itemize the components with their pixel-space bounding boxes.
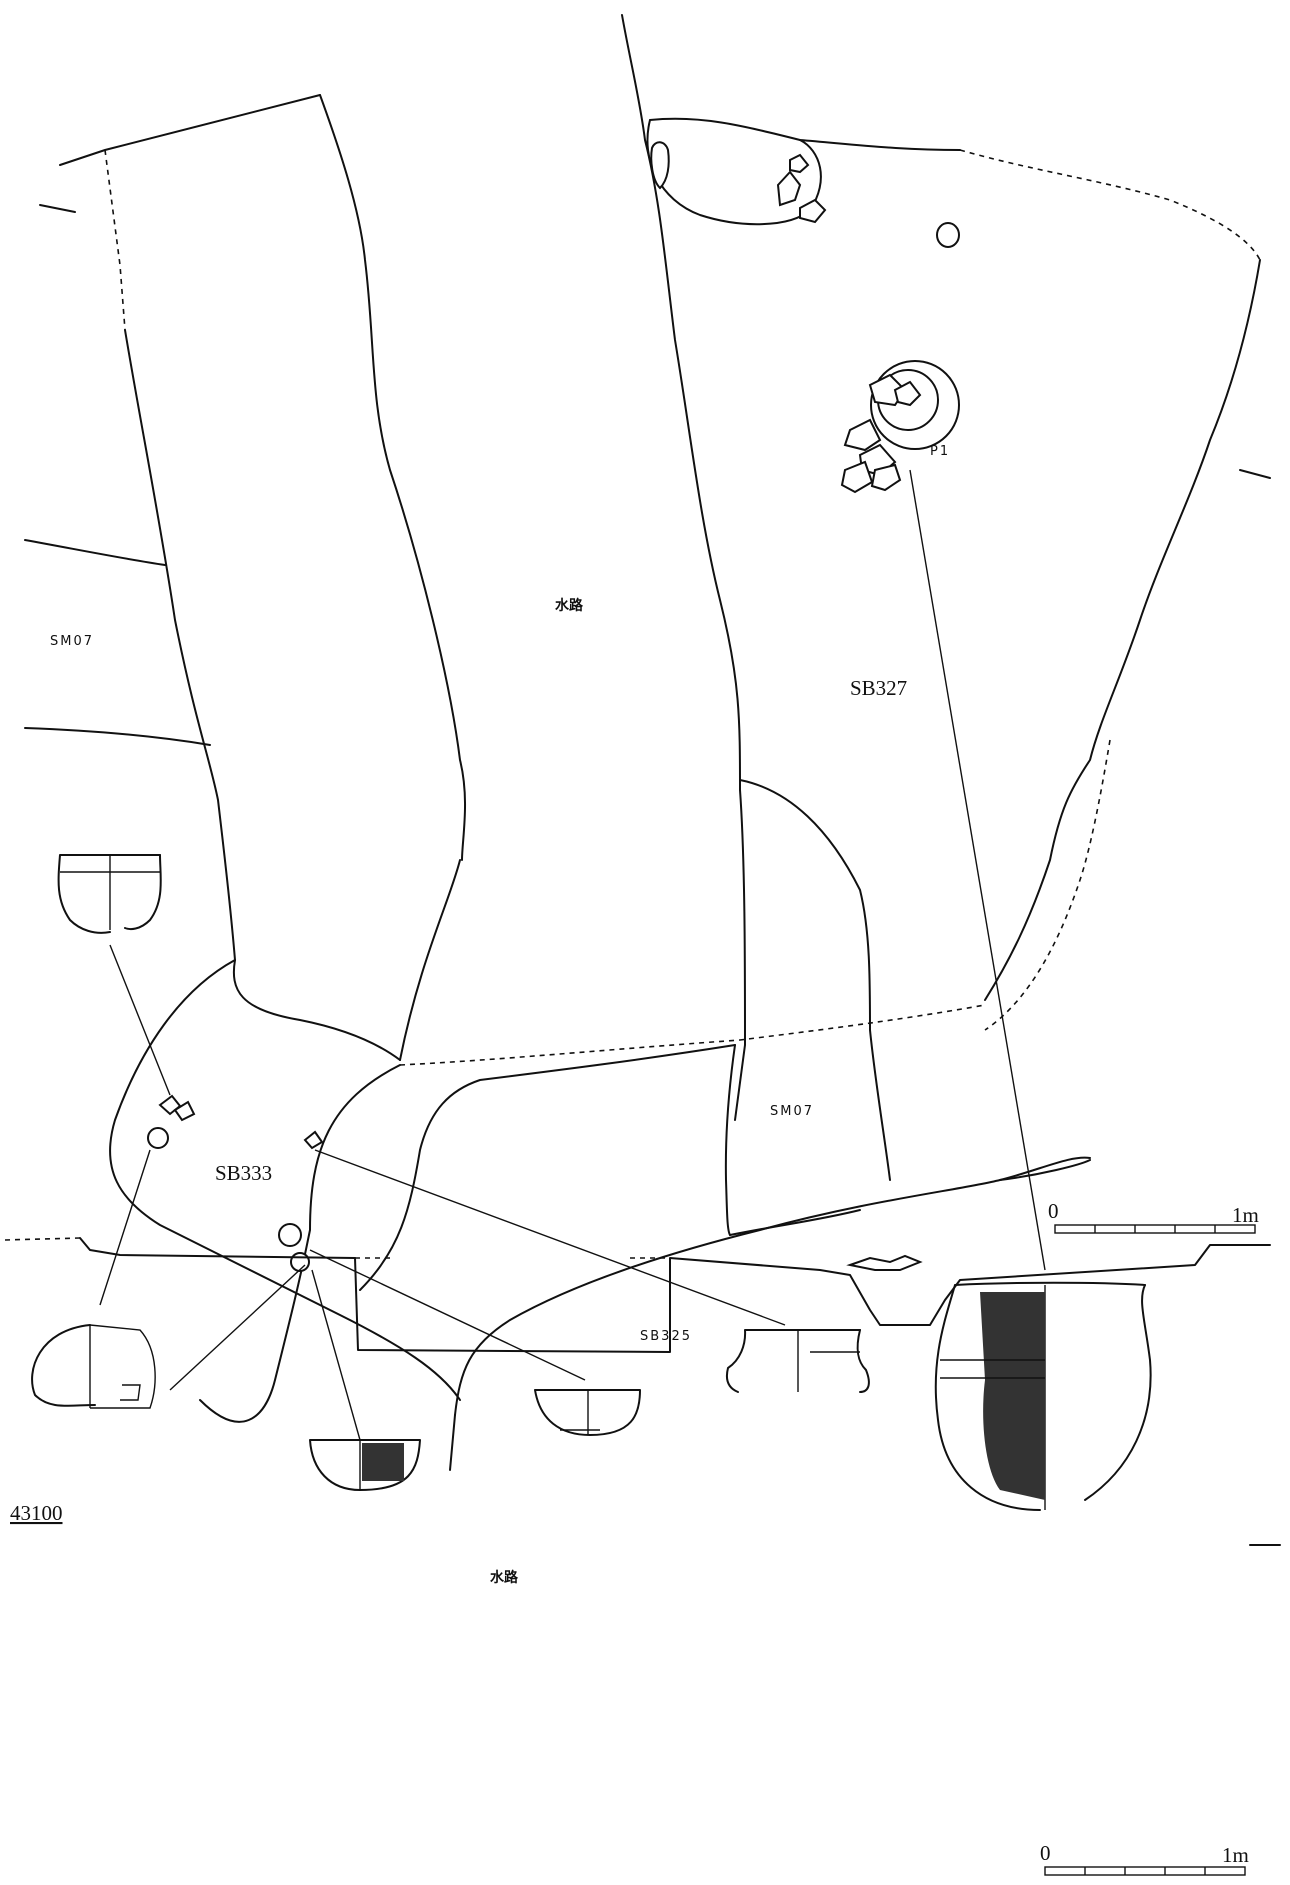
label-suiro-section: 水路 [490, 1569, 519, 1586]
scale-bar-plan-zero: 0 [1048, 1199, 1059, 1223]
scale-bar-section: 0 1m [1040, 1841, 1249, 1876]
scale-bar-plan-end: 1m [1232, 1203, 1259, 1227]
leader-lines [99, 469, 1046, 1441]
label-sm07-left: SM07 [50, 634, 94, 649]
scale-bar-section-end: 1m [1222, 1843, 1249, 1867]
label-p1: P1 [930, 444, 950, 459]
label-sb327: SB327 [850, 676, 907, 700]
pit-features [147, 119, 960, 1272]
pottery-profiles [31, 854, 1152, 1511]
section-profile [4, 1237, 1271, 1353]
feature-outlines [24, 14, 1281, 1546]
label-sb325: SB325 [640, 1329, 692, 1344]
label-suiro-plan: 水路 [555, 597, 584, 614]
scale-bar-section-zero: 0 [1040, 1841, 1051, 1865]
label-elevation: 43100 [10, 1501, 63, 1525]
label-sb333: SB333 [215, 1161, 272, 1185]
label-sm07-lower: SM07 [770, 1104, 814, 1119]
scale-bar-plan: 0 1m [1048, 1199, 1259, 1234]
